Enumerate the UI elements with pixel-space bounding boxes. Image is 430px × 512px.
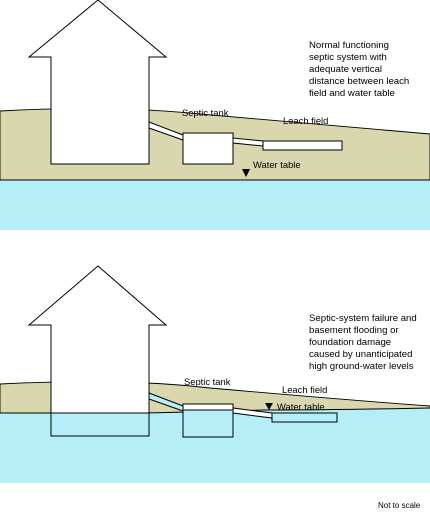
septic-tank-label: Septic tank bbox=[184, 376, 231, 387]
caption-line: caused by unanticipated bbox=[309, 349, 412, 360]
flooded-basement bbox=[50, 412, 150, 437]
caption-line: high ground-water levels bbox=[309, 361, 414, 372]
leach-field-label: Leach field bbox=[282, 384, 327, 395]
caption-line: foundation damage bbox=[309, 337, 391, 348]
caption-line: distance between leach bbox=[309, 76, 409, 87]
leach-field bbox=[271, 412, 338, 423]
leach-field bbox=[262, 140, 343, 151]
caption-line: septic system with bbox=[309, 52, 387, 63]
caption-line: Septic-system failure and bbox=[309, 313, 417, 324]
water-table-label: Water table bbox=[253, 159, 301, 170]
panel-caption: Septic-system failure and basement flood… bbox=[309, 313, 419, 372]
septic-tank-label: Septic tank bbox=[182, 107, 229, 118]
caption-line: adequate vertical bbox=[309, 64, 382, 75]
groundwater-zone bbox=[0, 180, 430, 230]
caption-line: Normal functioning bbox=[309, 40, 389, 51]
water-table-marker bbox=[242, 169, 250, 177]
house bbox=[27, 265, 168, 414]
septic-tank bbox=[182, 132, 234, 165]
water-table-marker bbox=[265, 403, 273, 410]
caption-line: basement flooding or bbox=[309, 325, 399, 336]
panel-normal: Septic tank Leach field Water table Norm… bbox=[0, 0, 430, 230]
panel-caption: Normal functioning septic system with ad… bbox=[309, 40, 412, 99]
septic-tank-air-space bbox=[182, 403, 234, 411]
house bbox=[27, 0, 168, 165]
not-to-scale-note: Not to scale bbox=[378, 501, 421, 510]
leach-field-label: Leach field bbox=[283, 115, 328, 126]
water-table-label: Water table bbox=[277, 401, 325, 412]
caption-line: field and water table bbox=[309, 88, 395, 99]
panel-failure: Septic tank Leach field Water table Sept… bbox=[0, 265, 430, 483]
